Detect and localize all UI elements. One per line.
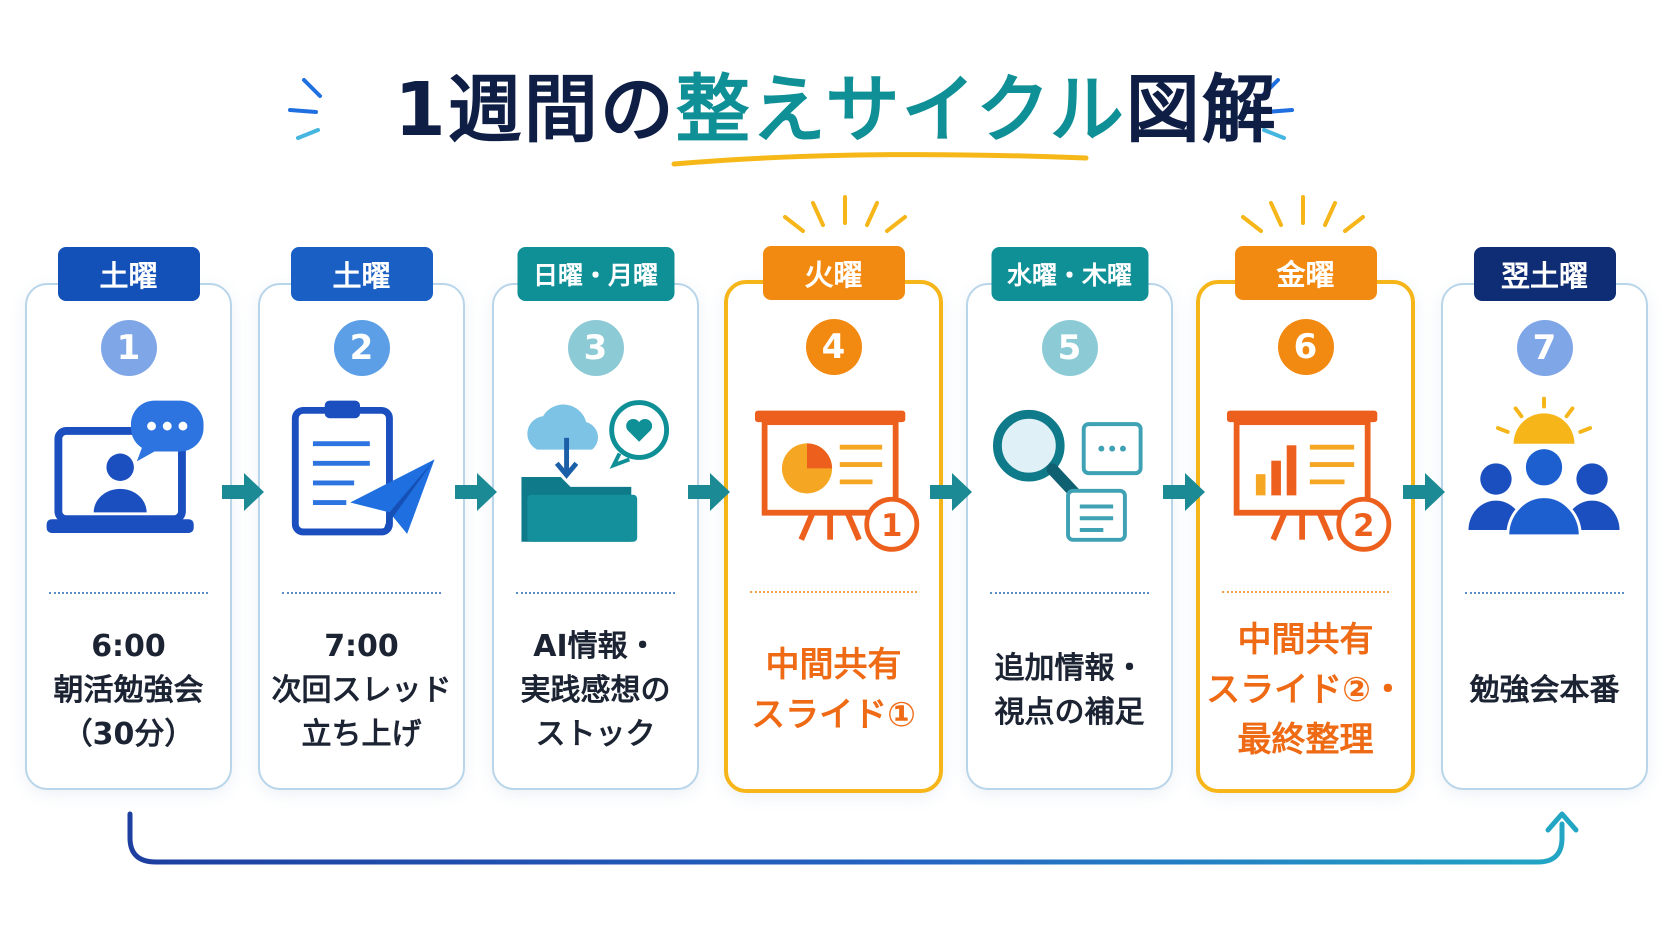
step-number: 4 [805, 319, 862, 375]
divider [282, 592, 441, 594]
cycle-loop-arrow [127, 811, 1579, 865]
step-card-6: 金曜 6 2 中間共有 スライド②・ 最終整理 [1196, 246, 1415, 793]
title-part-3: 図解 [1125, 67, 1278, 153]
step-number: 5 [1041, 320, 1098, 376]
svg-text:2: 2 [1353, 508, 1374, 544]
step-card-2: 土曜 2 7:00 次回スレッド 立ち上げ [258, 247, 465, 790]
step-card-4: 火曜 4 1 中間共有 スライド① [724, 246, 943, 793]
laptop-video-chat-icon [46, 400, 204, 533]
clipboard-send-icon [291, 400, 435, 536]
step-card-1: 土曜 1 6:00 朝活勉強会 （30分） [25, 247, 232, 790]
step-number: 3 [567, 320, 624, 376]
highlight-rays-icon [783, 195, 907, 233]
step-text: 追加情報・ 視点の補足 [994, 650, 1145, 730]
day-label: 金曜 [1234, 246, 1377, 300]
divider [990, 592, 1149, 594]
day-label: 火曜 [762, 246, 905, 300]
arrow-right-icon [455, 473, 497, 511]
step-text: 中間共有 スライド① [751, 644, 916, 735]
step-number: 6 [1277, 319, 1334, 375]
divider [1222, 591, 1389, 593]
divider [750, 591, 917, 593]
step-card-7: 翌土曜 7 勉強会本番 [1441, 247, 1648, 790]
day-label: 土曜 [57, 247, 200, 301]
svg-text:1: 1 [881, 508, 902, 544]
day-label: 土曜 [290, 247, 433, 301]
arrow-right-icon [930, 473, 972, 511]
presentation-bar-chart-icon: 2 [1226, 410, 1392, 552]
arrow-right-icon [222, 473, 264, 511]
step-text: 勉強会本番 [1469, 672, 1620, 708]
step-text: 中間共有 スライド②・ 最終整理 [1206, 619, 1405, 760]
step-text: AI情報・ 実践感想の ストック [520, 628, 671, 752]
title-spark-left-icon [288, 78, 322, 140]
divider [516, 592, 675, 594]
presentation-pie-chart-icon: 1 [754, 410, 920, 552]
cloud-folder-heart-icon [521, 400, 670, 542]
highlight-rays-icon [1241, 195, 1365, 233]
title-part-2: 整えサイクル [675, 67, 1126, 153]
arrow-right-icon [1403, 473, 1445, 511]
arrow-right-icon [688, 473, 730, 511]
step-text: 6:00 朝活勉強会 （30分） [53, 628, 204, 752]
title-part-1: 1週間の [394, 67, 676, 153]
day-label: 日曜・月曜 [516, 247, 675, 301]
step-card-5: 水曜・木曜 5 追加情報・ 視点の補足 [966, 247, 1173, 790]
step-text: 7:00 次回スレッド 立ち上げ [271, 628, 452, 752]
title-underline [671, 152, 1089, 167]
title-spark-right-icon [1260, 78, 1294, 140]
magnifier-notes-icon [993, 409, 1143, 542]
step-number: 2 [333, 320, 390, 376]
arrow-right-icon [1163, 473, 1205, 511]
step-card-3: 日曜・月曜 3 AI情報・ 実践感想の ストック [492, 247, 699, 790]
day-label: 翌土曜 [1473, 247, 1616, 301]
day-label: 水曜・木曜 [990, 247, 1149, 301]
sunrise-group-icon [1468, 396, 1620, 538]
step-number: 7 [1516, 320, 1573, 376]
divider [1465, 592, 1624, 594]
step-number: 1 [100, 320, 157, 376]
page-title: 1週間の整えサイクル図解 [0, 62, 1672, 158]
divider [49, 592, 208, 594]
